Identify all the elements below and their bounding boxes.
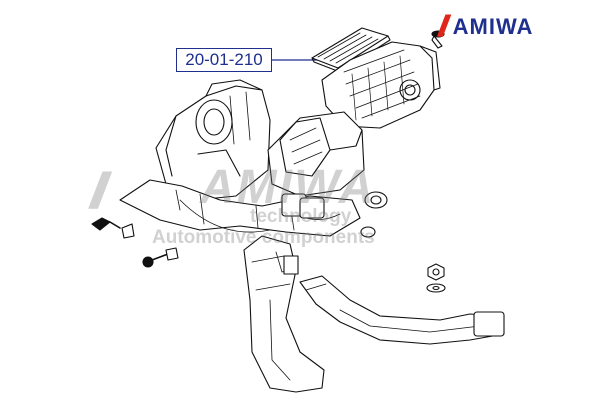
nut-right [426, 263, 446, 293]
blower-housing [155, 79, 271, 201]
brand-name: AMIWA [452, 14, 534, 39]
rear-duct [299, 275, 505, 345]
brand-logo: // AMIWA [438, 10, 533, 44]
part-number-callout[interactable]: 20-01-210 [176, 48, 272, 72]
bolt-top-right [431, 30, 445, 49]
center-case [267, 111, 365, 197]
brand-slashes: // [438, 10, 448, 43]
round-grommet [360, 191, 388, 238]
floor-duct [243, 235, 325, 393]
lower-assembly [119, 179, 361, 237]
heater-box-upper [321, 41, 441, 129]
bolt-left [91, 217, 135, 239]
bolt-lower-left [142, 247, 179, 268]
